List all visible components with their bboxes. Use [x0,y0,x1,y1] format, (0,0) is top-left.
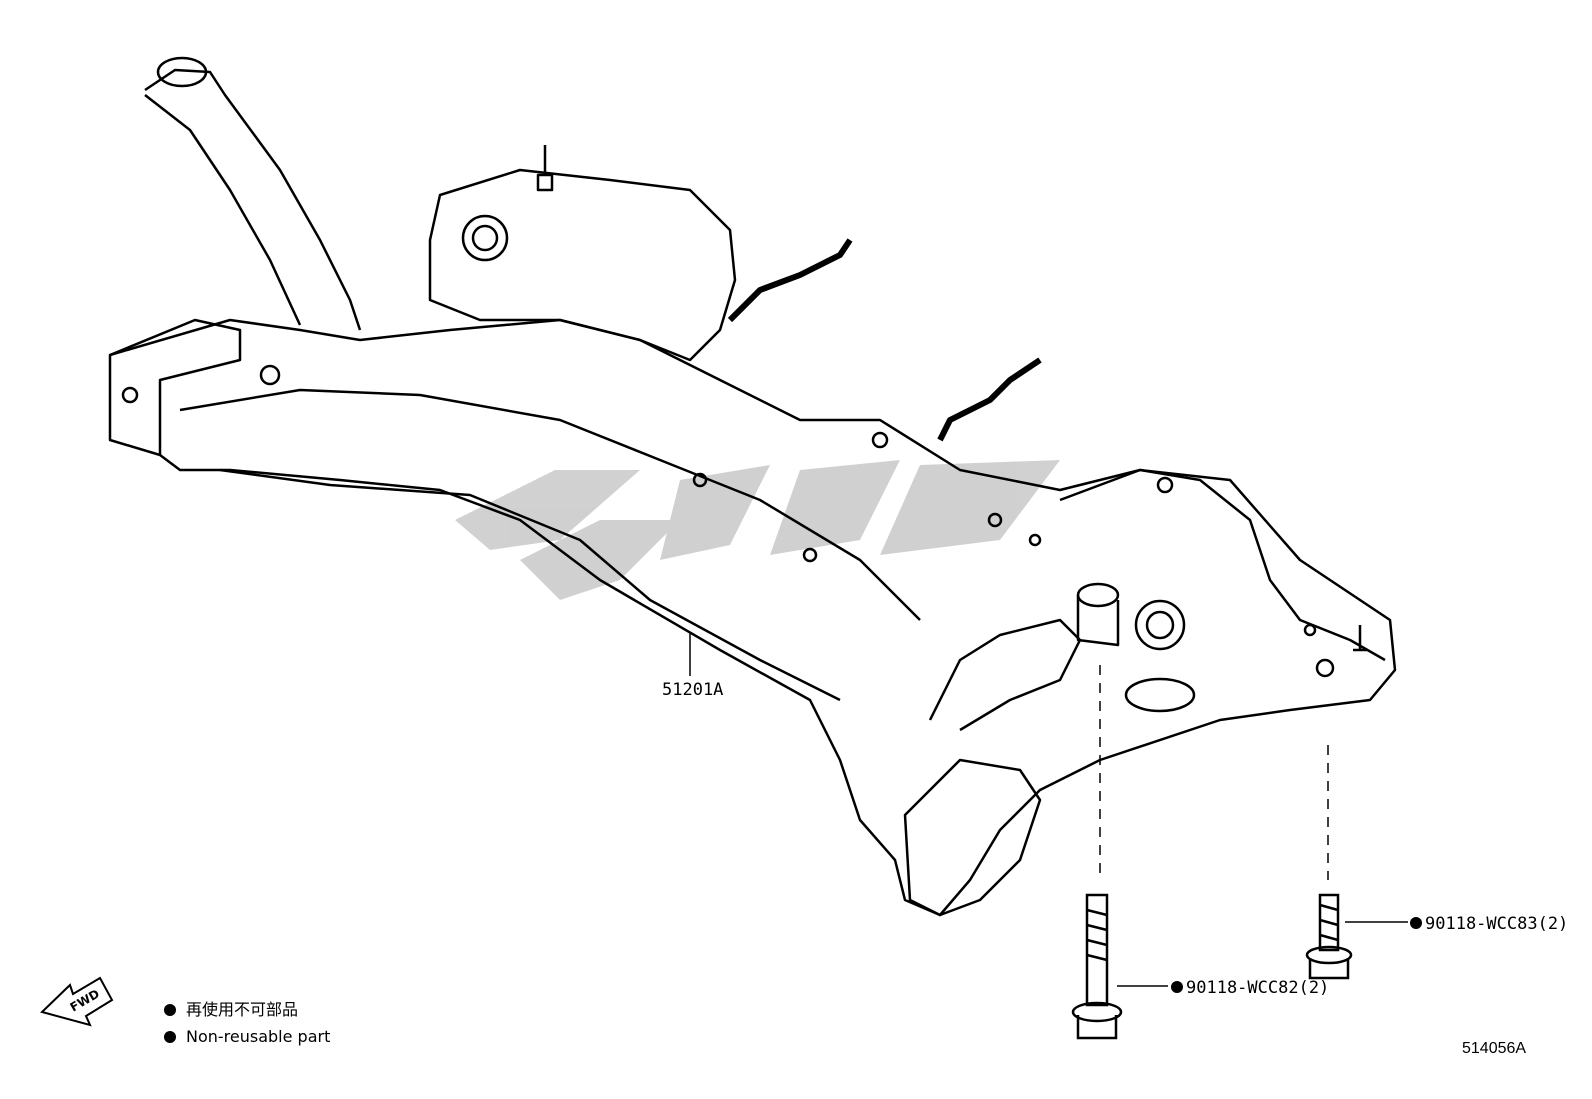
install-guide-lines [1099,665,1329,880]
front-suspension-crossmember [108,56,1397,917]
bolt-90118-wcc82 [1071,893,1123,1040]
legend-text-jp: 再使用不可部品 [186,1000,299,1019]
non-reusable-marker-wcc82 [1171,981,1183,993]
part-label-90118-wcc82: 90118-WCC82(2) [1186,978,1329,998]
watermark-logo [455,460,1060,600]
legend-row-en: Non-reusable part [164,1023,330,1050]
bolt-90118-wcc83 [1305,893,1353,980]
non-reusable-dot-icon [164,1030,176,1043]
non-reusable-marker-wcc83 [1410,917,1422,929]
legend-row-jp: 再使用不可部品 [164,996,330,1023]
legend-text-en: Non-reusable part [186,1027,331,1046]
part-label-51201A: 51201A [662,680,723,700]
figure-id: 514056A [1462,1040,1527,1057]
non-reusable-dot-icon [164,1003,176,1016]
part-label-90118-wcc83: 90118-WCC83(2) [1425,914,1568,934]
legend: 再使用不可部品 Non-reusable part [164,996,330,1050]
fwd-arrow-icon: FWD [40,976,114,1027]
